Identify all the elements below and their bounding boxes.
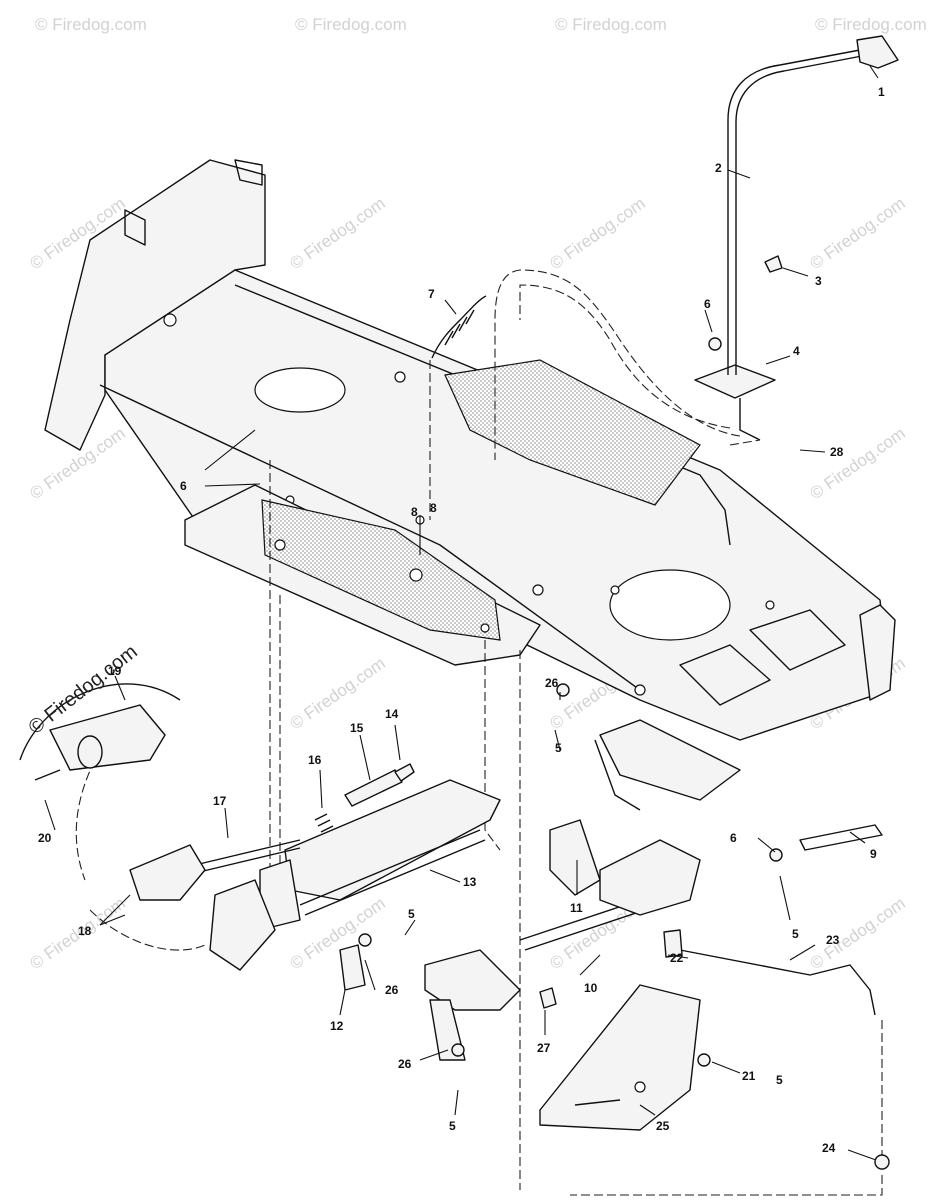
callout-15: 15 — [350, 721, 364, 735]
callout-17: 17 — [213, 794, 227, 808]
watermark-text: © Firedog.com — [286, 654, 388, 734]
callout-10: 10 — [584, 981, 598, 995]
watermark-text: © Firedog.com — [546, 194, 648, 274]
callout-5: 5 — [408, 907, 415, 921]
callout-5: 5 — [449, 1119, 456, 1133]
watermark-text: © Firedog.com — [806, 894, 908, 974]
callout-12: 12 — [330, 1019, 344, 1033]
callout-3: 3 — [815, 274, 822, 288]
callout-14: 14 — [385, 707, 399, 721]
shift-lever-assembly — [694, 35, 899, 441]
callout-21: 21 — [742, 1069, 756, 1083]
callout-1: 1 — [878, 85, 885, 99]
callout-5: 5 — [792, 927, 799, 941]
watermark-text: © Firedog.com — [35, 15, 147, 34]
callout-22: 22 — [670, 951, 684, 965]
callout-26: 26 — [545, 676, 559, 690]
watermark-text: © Firedog.com — [806, 424, 908, 504]
watermark-text: © Firedog.com — [555, 15, 667, 34]
watermark-text: © Firedog.com — [815, 15, 927, 34]
callout-24: 24 — [822, 1141, 836, 1155]
callout-20: 20 — [38, 831, 52, 845]
callout-5: 5 — [555, 741, 562, 755]
callout-6: 6 — [704, 297, 711, 311]
callout-11: 11 — [570, 901, 583, 915]
spring-7 — [431, 295, 487, 359]
callout-18: 18 — [78, 924, 92, 938]
watermark-text: © Firedog.com — [286, 894, 388, 974]
callout-7: 7 — [428, 287, 435, 301]
watermark-text: © Firedog.com — [286, 194, 388, 274]
main-frame — [44, 159, 896, 811]
callout-4: 4 — [793, 344, 800, 358]
callout-6: 6 — [730, 831, 737, 845]
callout-8: 8 — [430, 501, 437, 515]
callout-25: 25 — [656, 1119, 670, 1133]
inset-detail: © Firedog.com — [19, 641, 181, 781]
cable-routing — [75, 269, 883, 1196]
callout-5: 5 — [776, 1073, 783, 1087]
callout-26: 26 — [385, 983, 399, 997]
callout-labels: 1 2 3 4 6 7 28 6 8 8 26 5 14 15 16 17 19… — [38, 85, 885, 1155]
callout-28: 28 — [830, 445, 844, 459]
leader-lines — [44, 65, 879, 1161]
callout-8: 8 — [411, 505, 418, 519]
callout-6: 6 — [180, 479, 187, 493]
callout-23: 23 — [826, 933, 840, 947]
callout-2: 2 — [715, 161, 722, 175]
callout-16: 16 — [308, 753, 322, 767]
callout-19: 19 — [108, 664, 122, 678]
callout-27: 27 — [537, 1041, 551, 1055]
pedal-drive-assembly — [129, 683, 890, 1170]
callout-26: 26 — [398, 1057, 412, 1071]
watermark-text: © Firedog.com — [295, 15, 407, 34]
watermark-text: © Firedog.com — [806, 194, 908, 274]
callout-13: 13 — [463, 875, 477, 889]
callout-9: 9 — [870, 847, 877, 861]
